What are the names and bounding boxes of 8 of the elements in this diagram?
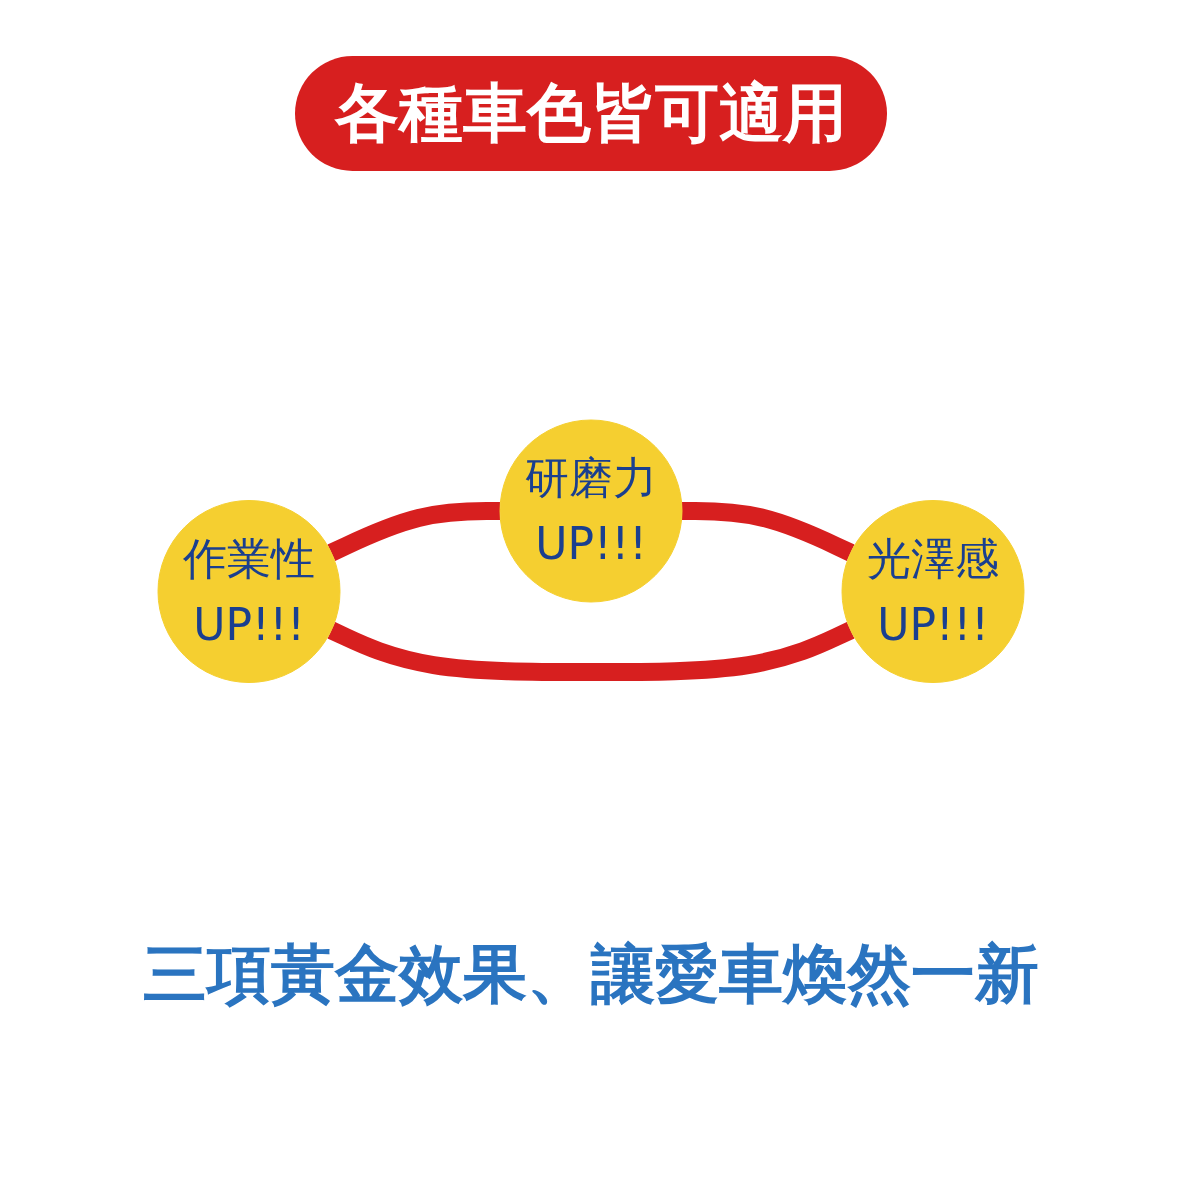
connector bbox=[327, 501, 500, 561]
caption: 三項黃金效果、讓愛車煥然一新 bbox=[143, 936, 1039, 1013]
node-circle: 作業性 UP!!! bbox=[157, 499, 341, 683]
connector bbox=[682, 501, 855, 561]
node-circle: 光澤感 UP!!! bbox=[841, 499, 1025, 683]
connector bbox=[327, 621, 855, 681]
title-banner: 各種車色皆可適用 bbox=[295, 56, 887, 171]
node-circle: 研磨力 UP!!! bbox=[499, 419, 683, 603]
